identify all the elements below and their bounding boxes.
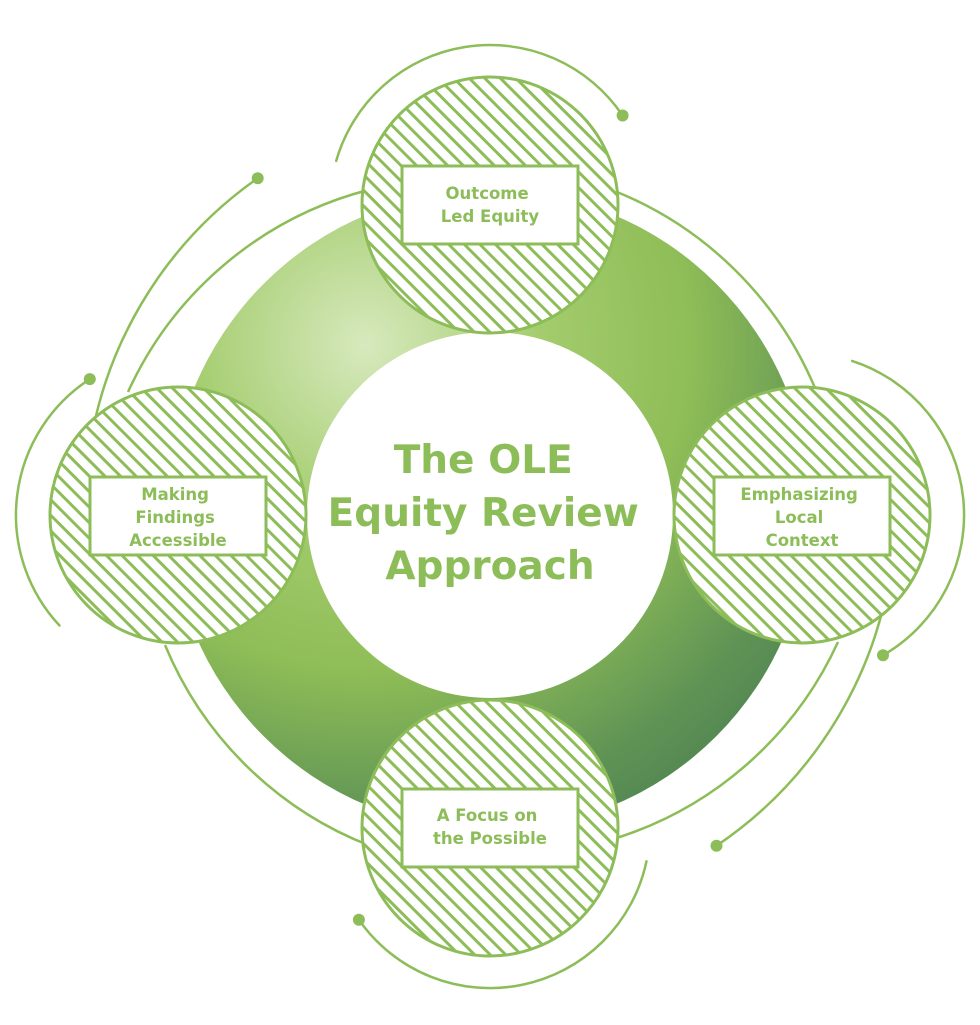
node-left-label-line-1: Making: [141, 485, 209, 504]
decor-arc-left-dot: [83, 373, 96, 386]
decor-arc-left: [14, 377, 92, 627]
node-left: Making Findings Accessible: [48, 385, 308, 645]
node-right-label-line-3: Context: [766, 531, 839, 550]
node-top-label: Outcome Led Equity: [441, 184, 540, 226]
decor-arc-outer-left-dot: [251, 172, 264, 185]
node-left-label-box: [88, 475, 268, 557]
connector-arc-bottom-left: [163, 644, 369, 847]
node-top-label-line-2: Led Equity: [441, 207, 540, 226]
node-left-label-line-3: Accessible: [129, 531, 226, 550]
node-bottom-label-line-1: A Focus on: [437, 806, 538, 825]
node-bottom-label-box: [400, 787, 580, 869]
decor-arc-top-dot: [616, 109, 629, 122]
node-bottom-label: A Focus on the Possible: [433, 806, 547, 848]
decor-arc-top: [334, 43, 624, 163]
decor-arc-bottom: [357, 860, 648, 990]
node-right: Emphasizing Local Context: [672, 385, 932, 645]
node-right-label-box: [712, 475, 892, 557]
node-right-label-line-1: Emphasizing: [740, 485, 857, 504]
connector-arc-top-left: [126, 188, 369, 393]
node-bottom: A Focus on the Possible: [360, 698, 620, 958]
node-left-label-line-2: Findings: [135, 508, 215, 527]
decor-arc-right-dot: [877, 649, 889, 662]
node-top: Outcome Led Equity: [360, 75, 620, 335]
decor-arc-outer-right-dot: [710, 839, 723, 852]
center-title-line-2: Equity Review: [328, 491, 639, 536]
center-title-line-1: The OLE: [394, 438, 573, 483]
decor-arc-right: [850, 359, 966, 657]
connector-arcs: [126, 188, 840, 847]
center-title-line-3: Approach: [385, 544, 594, 589]
node-right-label: Emphasizing Local Context: [740, 485, 863, 550]
node-left-label: Making Findings Accessible: [129, 485, 226, 550]
node-top-label-box: [400, 164, 580, 246]
node-bottom-label-line-2: the Possible: [433, 829, 547, 848]
decor-arc-bottom-dot: [352, 913, 365, 926]
connector-arc-right-bottom: [609, 641, 840, 842]
center-title: The OLE Equity Review Approach: [328, 438, 653, 589]
center-circle: [307, 332, 673, 698]
node-right-label-line-2: Local: [775, 508, 823, 527]
connector-arc-top-right: [611, 188, 817, 389]
node-top-label-line-1: Outcome: [446, 184, 529, 203]
